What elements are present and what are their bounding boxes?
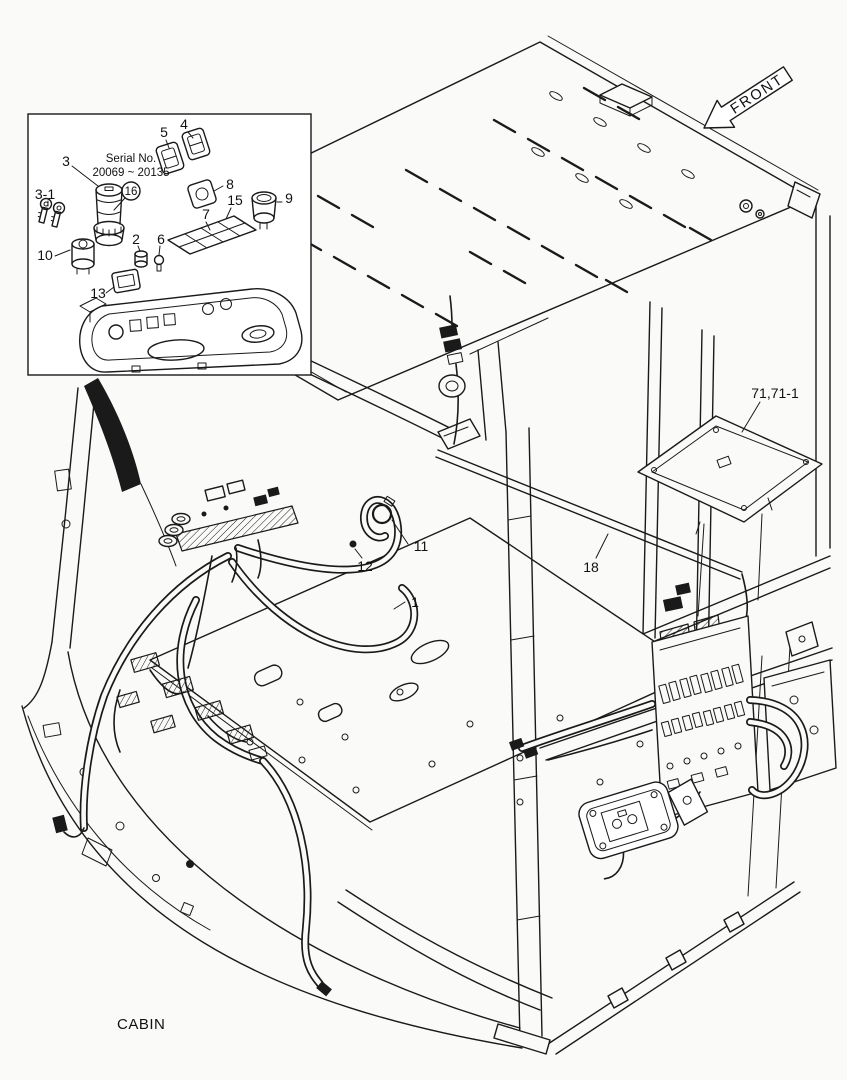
- circled-callout-16: 16: [125, 186, 138, 198]
- console-connector-cluster: [158, 479, 299, 583]
- circled-callout-ring: [121, 181, 141, 201]
- callout-label-2: 2: [132, 231, 140, 247]
- harness-bolt: [186, 860, 194, 868]
- roof-stiffener-marks: [298, 86, 713, 328]
- terminal-strip: [666, 742, 742, 790]
- lower-connector-cluster: [113, 652, 268, 761]
- callout-label-3: 3: [62, 153, 70, 169]
- grommet: [438, 374, 466, 398]
- end-connector: [52, 814, 68, 834]
- rocker-switch-4: [181, 127, 211, 161]
- rear-window-frame: [469, 317, 549, 441]
- callout-label-5: 5: [160, 124, 168, 140]
- switch-2: [134, 250, 148, 268]
- callout-label-1: 1: [411, 594, 419, 610]
- front-arrow-shape: [703, 66, 793, 129]
- gang-switch-panel-15: [167, 215, 257, 255]
- relay-box-cables: [518, 700, 656, 761]
- callout-label-6: 6: [157, 231, 165, 247]
- roof-mounting-bracket: [599, 83, 653, 117]
- serial-note-line1: Serial No.: [106, 153, 157, 165]
- inset-border: [27, 113, 312, 376]
- callout-label-15: 15: [227, 192, 243, 208]
- front-arrow-label: FRONT: [728, 71, 787, 117]
- callout-label-8: 8: [226, 176, 234, 192]
- right-wall-bracket: [785, 621, 819, 657]
- switch-9: [251, 191, 277, 230]
- callout-label-9: 9: [285, 190, 293, 206]
- left-front-pillar: [42, 378, 195, 917]
- sill-connector-pair: [508, 737, 539, 759]
- serial-note-line2: 20069 ~ 20135: [92, 167, 169, 179]
- callout-label-13: 13: [90, 285, 106, 301]
- fuse-row-2: [660, 700, 746, 738]
- lower-right-sill: [547, 881, 801, 1055]
- bolt-12: [349, 540, 357, 548]
- inset-box: 3 Serial No. 20069 ~ 20135 16 3-1 5 4 8 …: [27, 113, 312, 376]
- fuse-row-1: [658, 663, 744, 704]
- main-wiring-harness: [52, 495, 419, 997]
- callout-label-3-1: 3-1: [35, 186, 55, 202]
- inset-console-body: [79, 288, 303, 373]
- callout-label-71: 71,71-1: [751, 385, 799, 401]
- main-callouts: 71,71-1 18 11 12 1 CABIN: [117, 385, 799, 1033]
- rocker-switch-5: [155, 141, 185, 175]
- callout-label-12: 12: [357, 558, 373, 574]
- callout-label-4: 4: [180, 116, 188, 132]
- inset-callouts: 3 Serial No. 20069 ~ 20135 16 3-1 5 4 8 …: [35, 116, 293, 301]
- callout-label-18: 18: [583, 559, 599, 575]
- callout-label-11: 11: [414, 538, 429, 554]
- switch-8: [187, 179, 217, 209]
- callout-label-10: 10: [37, 247, 53, 263]
- keys-3-1: [37, 197, 66, 228]
- switch-13: [111, 268, 141, 294]
- door-seal-band: [84, 378, 141, 492]
- switch-10: [71, 238, 95, 275]
- roof-vent-holes: [531, 91, 695, 209]
- center-roof-connector-stack: [438, 295, 466, 445]
- controller-unit: [637, 415, 823, 617]
- roof-side-bracket: [787, 181, 821, 219]
- power-outlet: [578, 778, 709, 880]
- cabin-label: CABIN: [117, 1016, 165, 1033]
- roof-dome-nuts: [739, 199, 765, 219]
- hose-clamp-11: [371, 495, 396, 525]
- callout-label-7: 7: [202, 206, 210, 222]
- floor-bolt-holes: [246, 688, 644, 820]
- relay-fuse-box: [518, 582, 837, 831]
- floor-cutouts: [253, 639, 450, 723]
- end-connector: [316, 981, 332, 997]
- ignition-switch-3: [93, 183, 125, 247]
- center-pillar: [493, 427, 551, 1055]
